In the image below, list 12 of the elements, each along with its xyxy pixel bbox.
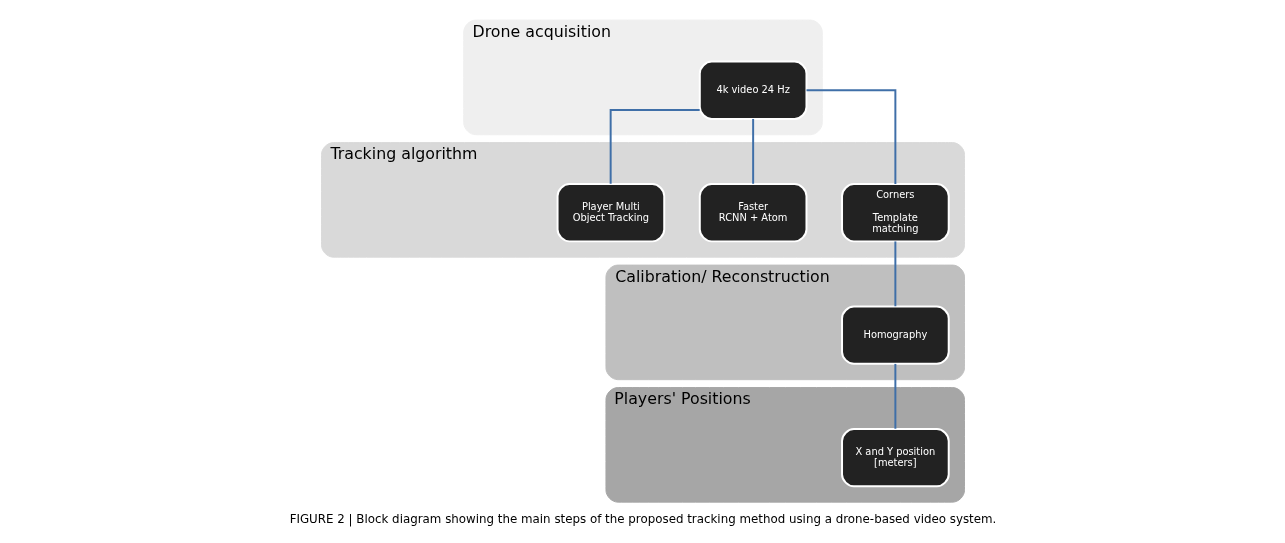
connector [751, 117, 754, 185]
node-box: Corners Template matching [840, 183, 950, 243]
node-box: Faster RCNN + Atom [698, 183, 807, 243]
node-box: X and Y position [meters] [840, 428, 950, 488]
connector [609, 109, 701, 185]
caption: FIGURE 2 | Block diagram showing the main steps of the proposed tracking method using a drone-based video system. [289, 512, 996, 527]
connector [893, 240, 896, 308]
node-box: Player Multi Object Tracking [556, 183, 665, 243]
node-box: 4k video 24 Hz [698, 60, 807, 120]
connector [893, 362, 896, 430]
node-box: Homography [840, 305, 950, 365]
connector [805, 89, 896, 185]
